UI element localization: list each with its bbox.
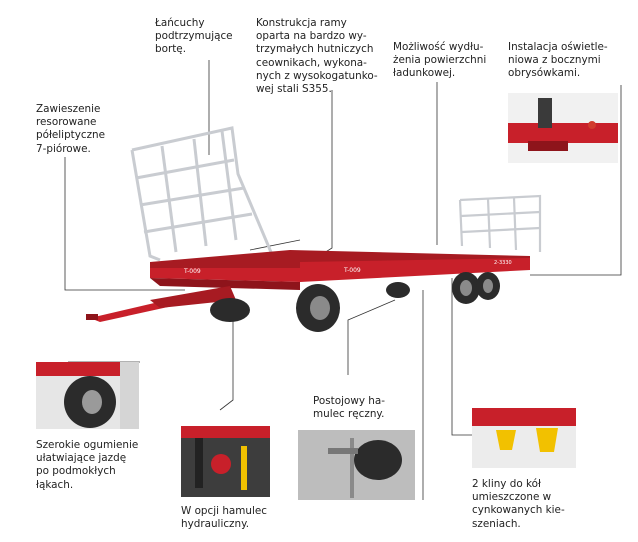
- caption-lighting: Instalacja oświetle- niowa z bocznymi ob…: [508, 41, 608, 80]
- lighting-photo: [508, 93, 618, 163]
- caption-chocks: 2 kliny do kół umieszczone w cynkowanych…: [472, 478, 565, 530]
- wheels: [210, 272, 500, 332]
- leader-lines: [64, 60, 622, 500]
- caption-suspension: Zawieszenie resorowane półeliptyczne 7-p…: [36, 103, 106, 155]
- brand-label-mid: T-009: [343, 267, 361, 274]
- caption-hydraulic-brake: W opcji hamulec hydrauliczny.: [181, 505, 267, 531]
- front-ladder: [130, 126, 278, 265]
- brand-label-left: T-009: [183, 268, 201, 275]
- caption-extension: Możliwość wydłu- żenia powierzchni ładun…: [393, 41, 487, 80]
- wheel-chocks-photo: [472, 408, 576, 468]
- caption-chains: Łańcuchy podtrzymujące bortę.: [155, 17, 233, 56]
- trailer-bed: [86, 250, 530, 322]
- brand-label-right: 2-3330: [494, 260, 512, 266]
- hydraulic-brake-photo: [181, 426, 270, 497]
- parking-brake-photo: [298, 430, 415, 500]
- caption-frame: Konstrukcja ramy oparta na bardzo wy- tr…: [256, 17, 378, 96]
- rear-ladder: [458, 194, 542, 252]
- tyre-photo: [36, 362, 139, 429]
- caption-tyres: Szerokie ogumienie ułatwiające jazdę po …: [36, 439, 139, 491]
- caption-parking-brake: Postojowy ha- mulec ręczny.: [313, 395, 385, 421]
